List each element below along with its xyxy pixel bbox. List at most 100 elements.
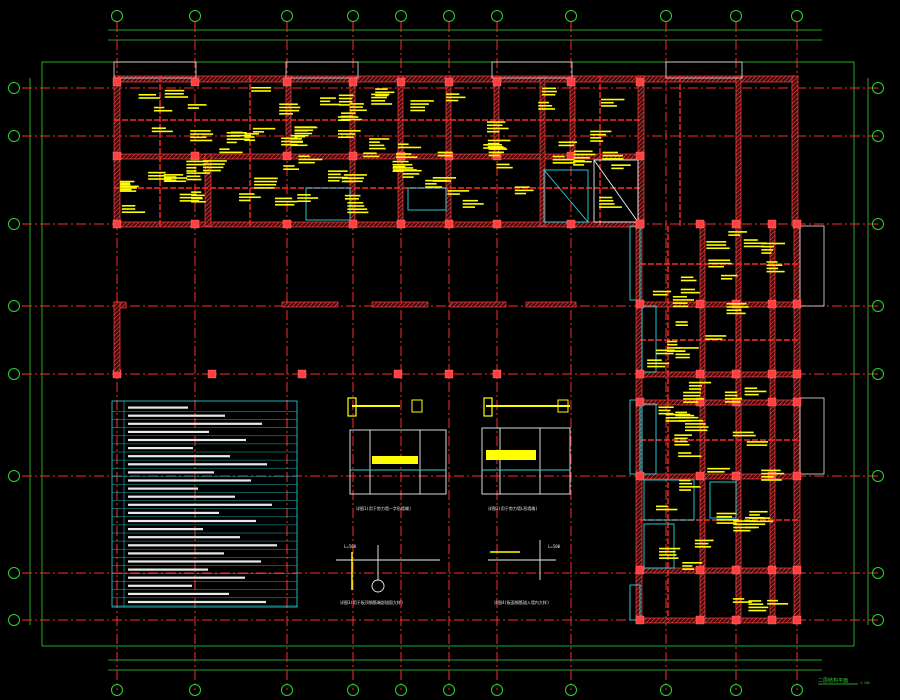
axis-bubble xyxy=(872,470,884,482)
beam-tag xyxy=(338,94,354,106)
column xyxy=(348,77,358,87)
axis-bubble xyxy=(791,10,803,22)
beam-tag xyxy=(369,138,390,150)
dimension-frame xyxy=(29,29,869,671)
beam-tag xyxy=(164,176,177,182)
drawing-scale: 1:100 xyxy=(860,681,870,685)
beam-tag xyxy=(251,86,272,92)
beam-tag xyxy=(590,130,612,142)
beam-tag xyxy=(392,160,414,172)
beam-tag xyxy=(675,321,688,326)
column xyxy=(396,77,406,87)
axis-bubble xyxy=(8,82,20,94)
beam-tag xyxy=(767,599,789,605)
beam-tag xyxy=(202,160,227,172)
axis-bubble xyxy=(8,567,20,579)
axis-bubble xyxy=(872,614,884,626)
axis-bubble xyxy=(565,10,577,22)
axis-bubble xyxy=(443,10,455,22)
beam-tag xyxy=(437,151,453,157)
beam-tag xyxy=(371,93,393,105)
beam-tag xyxy=(678,452,702,458)
beam-tag xyxy=(487,121,509,133)
general-notes-table xyxy=(111,400,298,608)
building-walls xyxy=(113,61,825,624)
axis-bubble xyxy=(281,10,293,22)
beam-tag xyxy=(602,151,624,160)
beam-tag xyxy=(230,131,251,137)
drawing-title-block: 二层结构平面 1:100 xyxy=(818,677,870,685)
beam-tag xyxy=(514,186,534,195)
axis-bubble xyxy=(347,684,359,696)
column xyxy=(282,219,292,229)
beam-tag xyxy=(672,295,695,308)
beam-tag xyxy=(542,87,557,96)
axis-bubble xyxy=(8,470,20,482)
beam-tag xyxy=(748,600,769,612)
beam-tag xyxy=(279,103,301,115)
axis-bubble xyxy=(8,130,20,142)
beam-tag xyxy=(341,177,360,183)
svg-text:L=500: L=500 xyxy=(344,544,357,549)
beam-tag xyxy=(647,359,670,368)
column xyxy=(767,299,777,309)
column xyxy=(635,299,645,309)
axis-bubble xyxy=(8,614,20,626)
beam-tag xyxy=(190,130,214,142)
axis-bubble xyxy=(189,684,201,696)
beam-tag xyxy=(120,180,137,192)
column xyxy=(767,397,777,407)
beam-tag xyxy=(446,93,466,102)
axis-bubble xyxy=(872,130,884,142)
column xyxy=(731,615,741,625)
beam-tag xyxy=(766,261,785,273)
axis-bubble xyxy=(730,10,742,22)
beam-tag xyxy=(679,479,701,491)
svg-text:详图3(用于板顶钢筋端部锚固大样): 详图3(用于板顶钢筋端部锚固大样) xyxy=(340,599,403,605)
detail-3: L=500 详图3(用于板顶钢筋端部锚固大样) xyxy=(336,544,440,605)
column xyxy=(396,151,406,161)
axis-bubble xyxy=(395,10,407,22)
beam-tag xyxy=(254,177,278,189)
beam-tag xyxy=(674,434,692,446)
beam-tag xyxy=(726,302,749,315)
axis-bubble xyxy=(791,684,803,696)
beam-tag xyxy=(599,196,622,208)
column xyxy=(731,565,741,575)
column xyxy=(444,369,454,379)
axis-bubbles xyxy=(8,10,884,696)
column xyxy=(396,219,406,229)
column xyxy=(492,369,502,379)
detail-4: L=500 详图4(板面钢筋锚入墙内大样) xyxy=(488,540,561,605)
beam-tag xyxy=(680,276,697,282)
beam-tag xyxy=(728,231,747,236)
beam-tag xyxy=(283,165,300,170)
column xyxy=(282,77,292,87)
beam-tag xyxy=(538,101,556,110)
column xyxy=(792,615,802,625)
beam-tag xyxy=(425,179,448,188)
beam-tag xyxy=(682,561,703,570)
beam-tag xyxy=(684,419,709,432)
axis-bubble xyxy=(872,300,884,312)
column xyxy=(444,219,454,229)
axis-bubble xyxy=(565,684,577,696)
column xyxy=(635,565,645,575)
column xyxy=(282,151,292,161)
beam-tag xyxy=(496,163,513,169)
beam-tag xyxy=(708,259,732,268)
column xyxy=(492,219,502,229)
beam-tag xyxy=(688,381,712,390)
beam-tag xyxy=(680,288,700,294)
column xyxy=(635,151,645,161)
beam-tag xyxy=(761,242,786,254)
beam-tag xyxy=(573,160,592,166)
beam-tag xyxy=(746,441,769,446)
axis-bubble xyxy=(872,567,884,579)
column xyxy=(190,151,200,161)
column xyxy=(566,219,576,229)
beam-tag xyxy=(611,164,631,170)
beam-tag xyxy=(375,88,395,97)
column xyxy=(635,471,645,481)
